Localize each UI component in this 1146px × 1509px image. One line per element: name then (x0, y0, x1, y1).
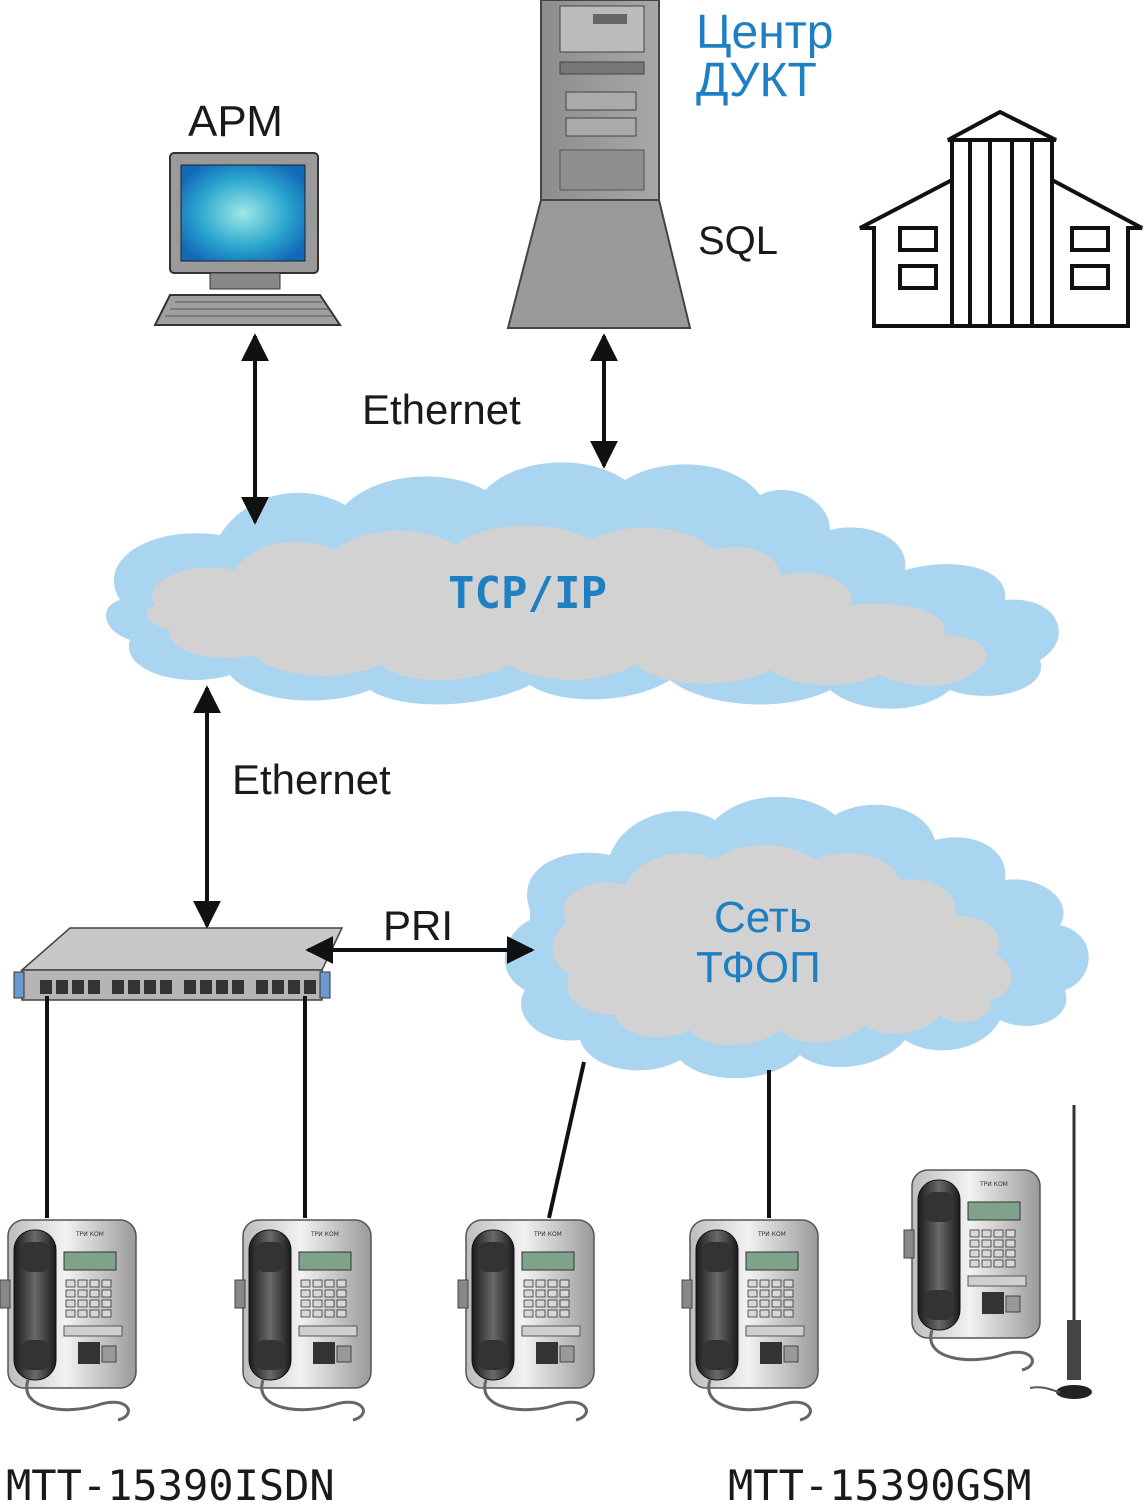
pstn-label-line1: Сеть (714, 893, 812, 942)
ethernet-mid-label: Ethernet (232, 756, 391, 803)
pri-label: PRI (383, 902, 453, 949)
workstation-icon (153, 152, 342, 326)
payphone-icon (456, 1218, 596, 1422)
center-label-line1: Центр (696, 6, 833, 59)
gateway-icon (13, 927, 344, 1001)
pstn-label-line2: ТФОП (696, 943, 821, 992)
antenna-icon (1029, 1105, 1092, 1399)
server-icon (506, 0, 692, 329)
ethernet-top-label: Ethernet (362, 386, 521, 433)
tcpip-cloud (106, 462, 1059, 709)
model-isdn-label: MTT-15390ISDN (6, 1461, 335, 1509)
model-gsm-label: MTT-15390GSM (728, 1461, 1031, 1509)
payphone-icon (680, 1218, 820, 1422)
sql-label: SQL (698, 219, 778, 263)
link-pstn-phone3 (547, 1061, 586, 1219)
pstn-cloud (504, 796, 1089, 1079)
payphone-icon (233, 1218, 373, 1422)
payphone-icon (902, 1168, 1042, 1372)
tcpip-label: TCP/IP (448, 568, 607, 619)
building-icon (859, 109, 1143, 328)
arm-label: АРМ (188, 97, 283, 146)
connections (45, 333, 771, 1219)
payphone-icon (0, 1218, 138, 1422)
center-label-line2: ДУКТ (696, 54, 817, 107)
